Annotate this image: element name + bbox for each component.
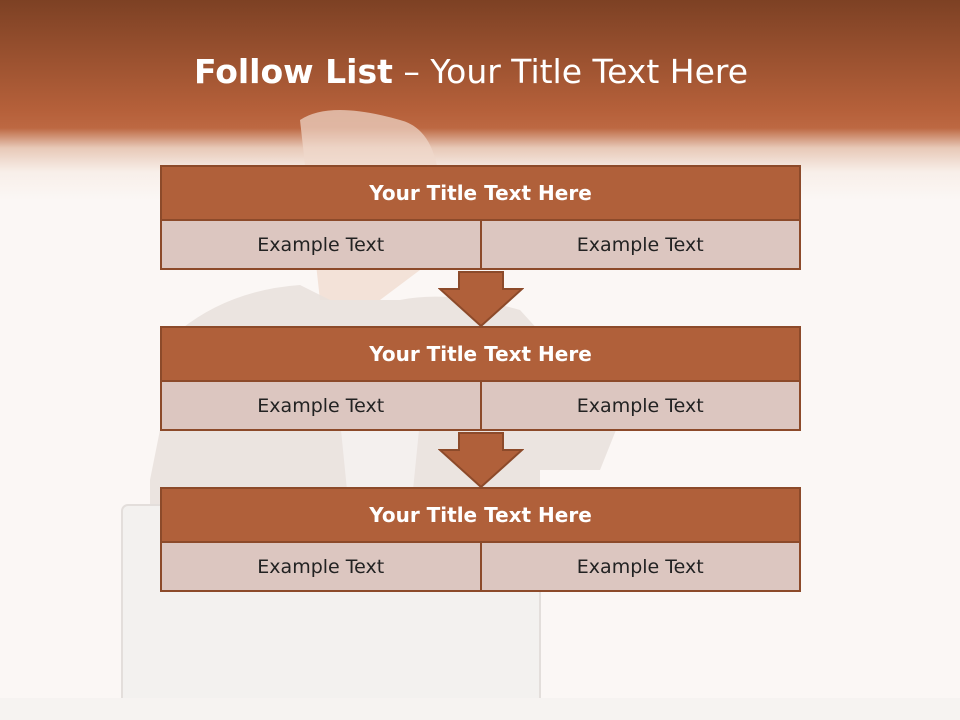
step-row: Example Text Example Text	[160, 543, 801, 592]
step-cell-right: Example Text	[481, 382, 801, 431]
step-title: Your Title Text Here	[160, 326, 801, 382]
step-title: Your Title Text Here	[160, 487, 801, 543]
page-title: Follow List – Your Title Text Here	[0, 52, 942, 91]
step-cell-left: Example Text	[160, 382, 482, 431]
step-cell-right: Example Text	[481, 221, 801, 270]
step-block-2: Your Title Text Here Example Text Exampl…	[160, 326, 801, 431]
step-block-3: Your Title Text Here Example Text Exampl…	[160, 487, 801, 592]
step-cell-left: Example Text	[160, 221, 482, 270]
step-cell-right: Example Text	[481, 543, 801, 592]
step-title: Your Title Text Here	[160, 165, 801, 221]
step-row: Example Text Example Text	[160, 382, 801, 431]
step-block-1: Your Title Text Here Example Text Exampl…	[160, 165, 801, 270]
step-cell-left: Example Text	[160, 543, 482, 592]
step-row: Example Text Example Text	[160, 221, 801, 270]
title-bold: Follow List	[193, 52, 393, 91]
down-arrow-icon	[438, 432, 524, 488]
title-rest: – Your Title Text Here	[392, 52, 749, 91]
down-arrow-icon	[438, 271, 524, 327]
